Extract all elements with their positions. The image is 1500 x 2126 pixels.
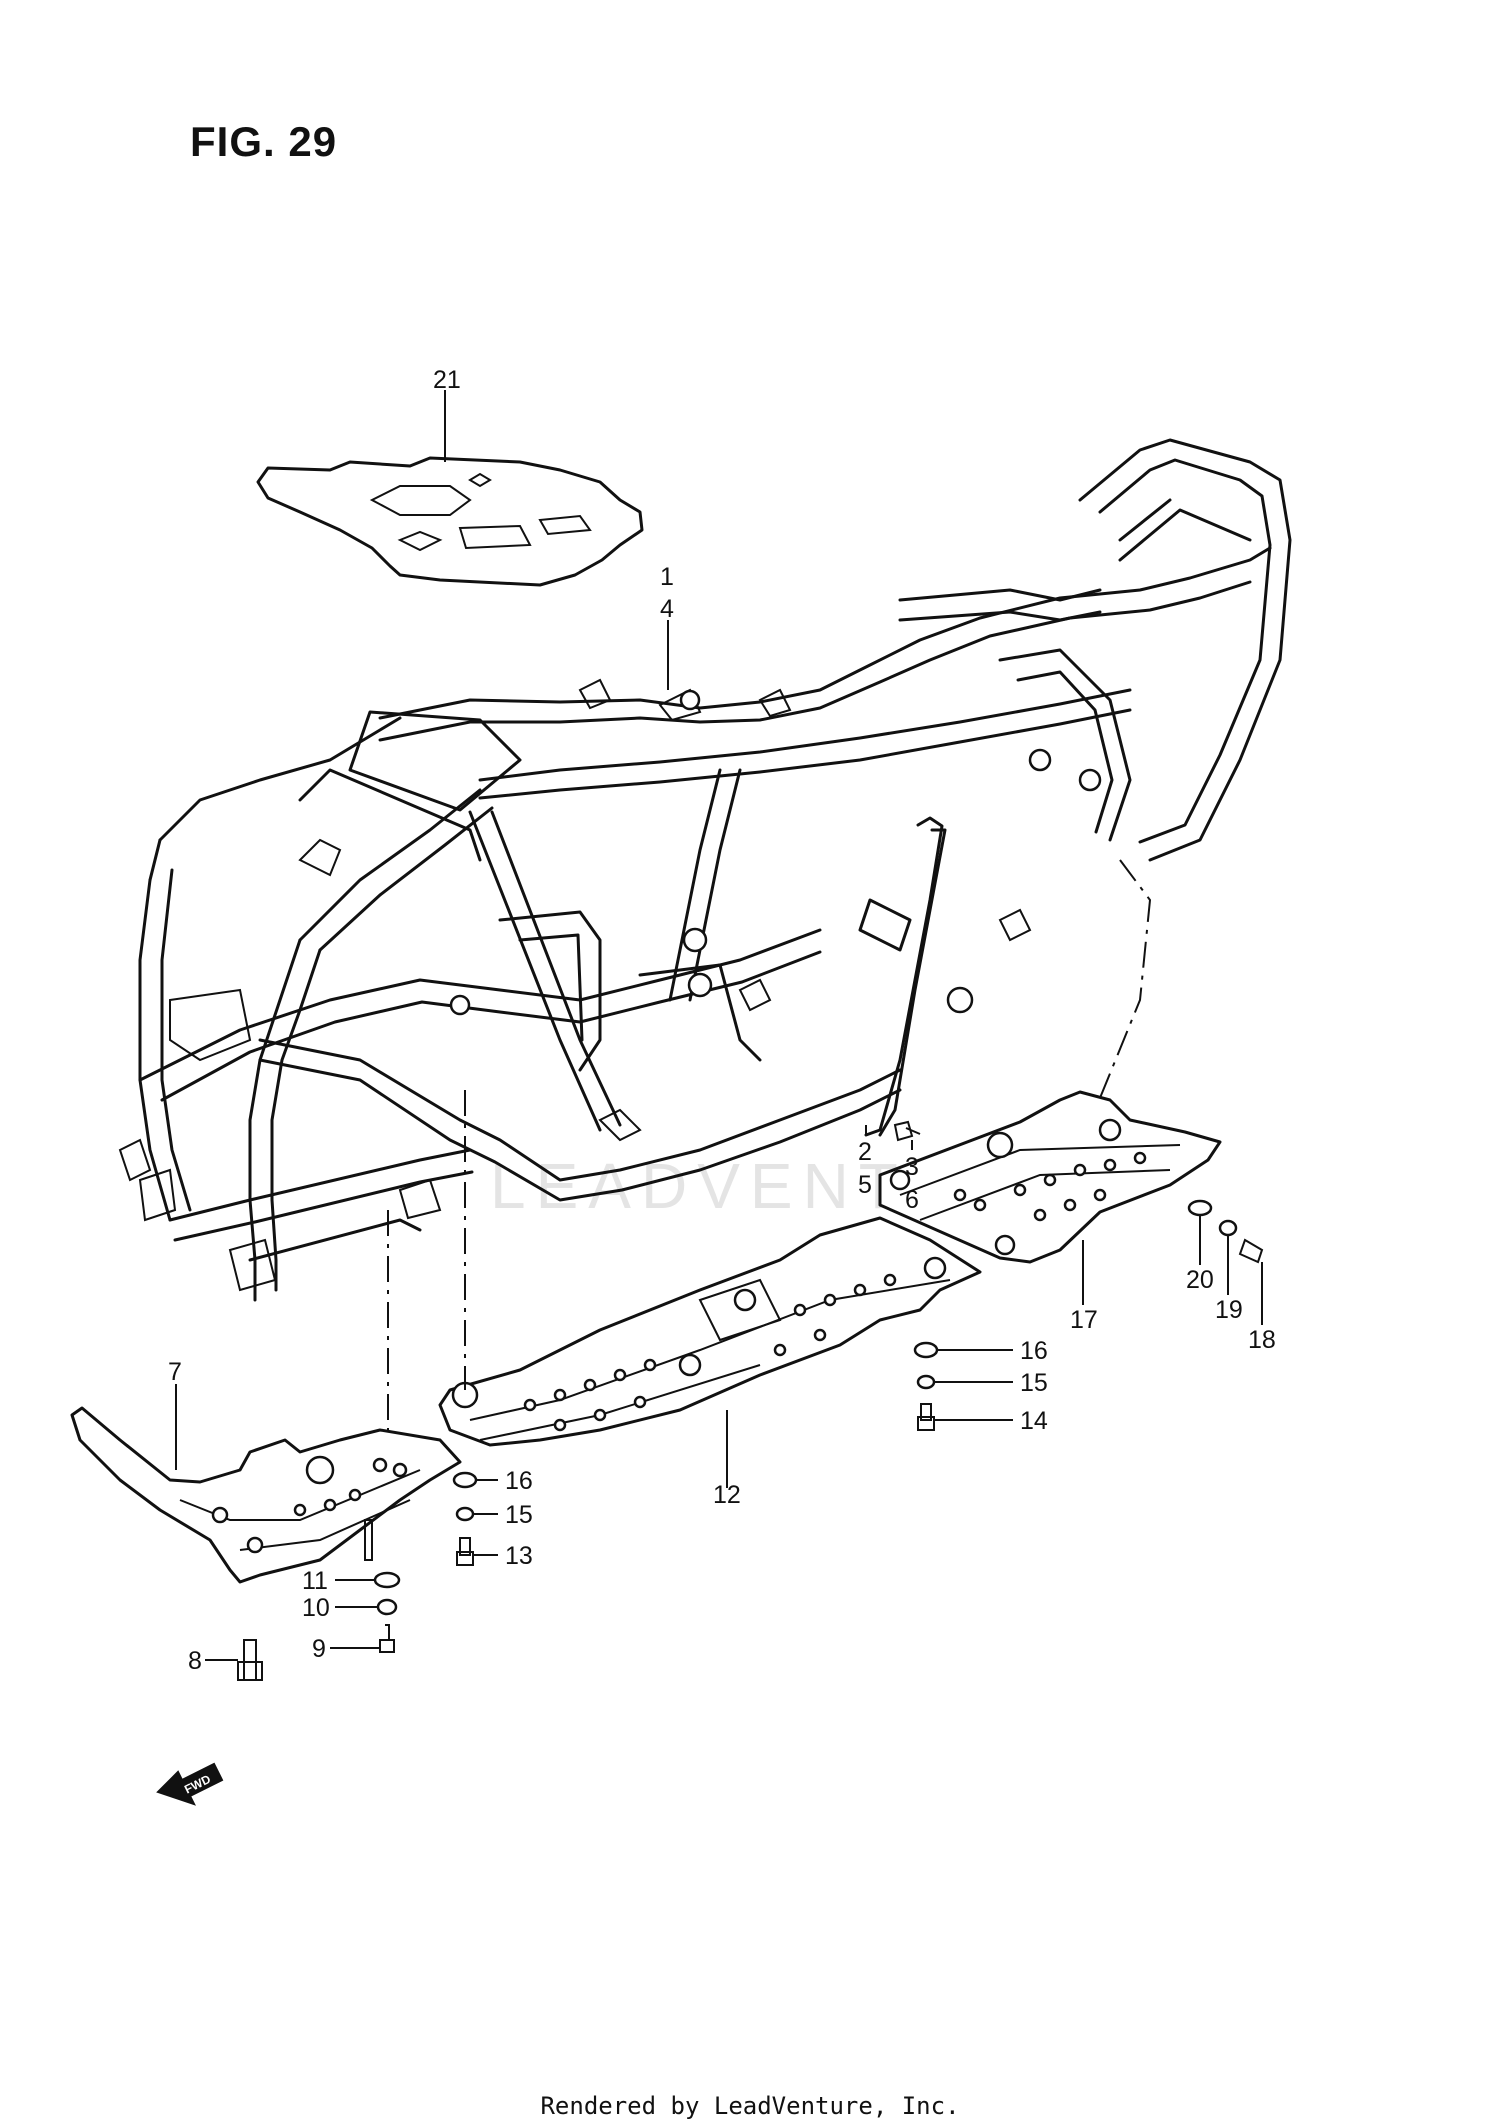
callout-6: 6 xyxy=(905,1186,919,1214)
figure-title: FIG. 29 xyxy=(190,118,338,165)
callout-11: 11 xyxy=(302,1567,328,1595)
leader-17-frame xyxy=(1099,859,1152,1099)
callout-18: 18 xyxy=(1248,1326,1276,1354)
hardware-20-19-18[interactable] xyxy=(1187,1199,1264,1264)
callout-15b: 15 xyxy=(505,1501,533,1529)
callout-17: 17 xyxy=(1070,1306,1098,1334)
callout-19: 19 xyxy=(1215,1296,1243,1324)
bolt-3[interactable] xyxy=(893,1120,921,1142)
callout-5: 5 xyxy=(858,1171,872,1199)
part-21-plate[interactable] xyxy=(256,456,644,587)
callout-21: 21 xyxy=(433,366,461,394)
footer-credit: Rendered by LeadVenture, Inc. xyxy=(540,2092,960,2120)
callout-8: 8 xyxy=(188,1647,202,1675)
callout-13: 13 xyxy=(505,1542,533,1570)
part-7-front-skid-plate[interactable] xyxy=(70,1406,462,1584)
callout-9: 9 xyxy=(312,1635,326,1663)
callout-7: 7 xyxy=(168,1358,182,1386)
callout-1: 1 xyxy=(660,563,674,591)
callout-15a: 15 xyxy=(1020,1369,1048,1397)
hardware-16-15-13[interactable] xyxy=(452,1471,478,1566)
fwd-arrow-icon: FWD xyxy=(156,1762,224,1806)
callout-16b: 16 xyxy=(505,1467,533,1495)
hardware-16-15-14[interactable] xyxy=(913,1341,939,1431)
callout-3: 3 xyxy=(905,1153,919,1181)
callout-20: 20 xyxy=(1186,1266,1214,1294)
callout-14: 14 xyxy=(1020,1407,1048,1435)
callout-16a: 16 xyxy=(1020,1337,1048,1365)
bolt-8[interactable] xyxy=(237,1639,263,1681)
callout-12: 12 xyxy=(713,1481,741,1509)
part-17-rear-skid-plate[interactable] xyxy=(878,1090,1222,1264)
hardware-11-10-9[interactable] xyxy=(373,1571,401,1653)
callout-2: 2 xyxy=(858,1138,872,1166)
callout-4: 4 xyxy=(660,595,674,623)
callout-10: 10 xyxy=(302,1594,330,1622)
part-1-frame[interactable] xyxy=(118,438,1292,1302)
part-12-center-skid-plate[interactable] xyxy=(438,1216,982,1447)
